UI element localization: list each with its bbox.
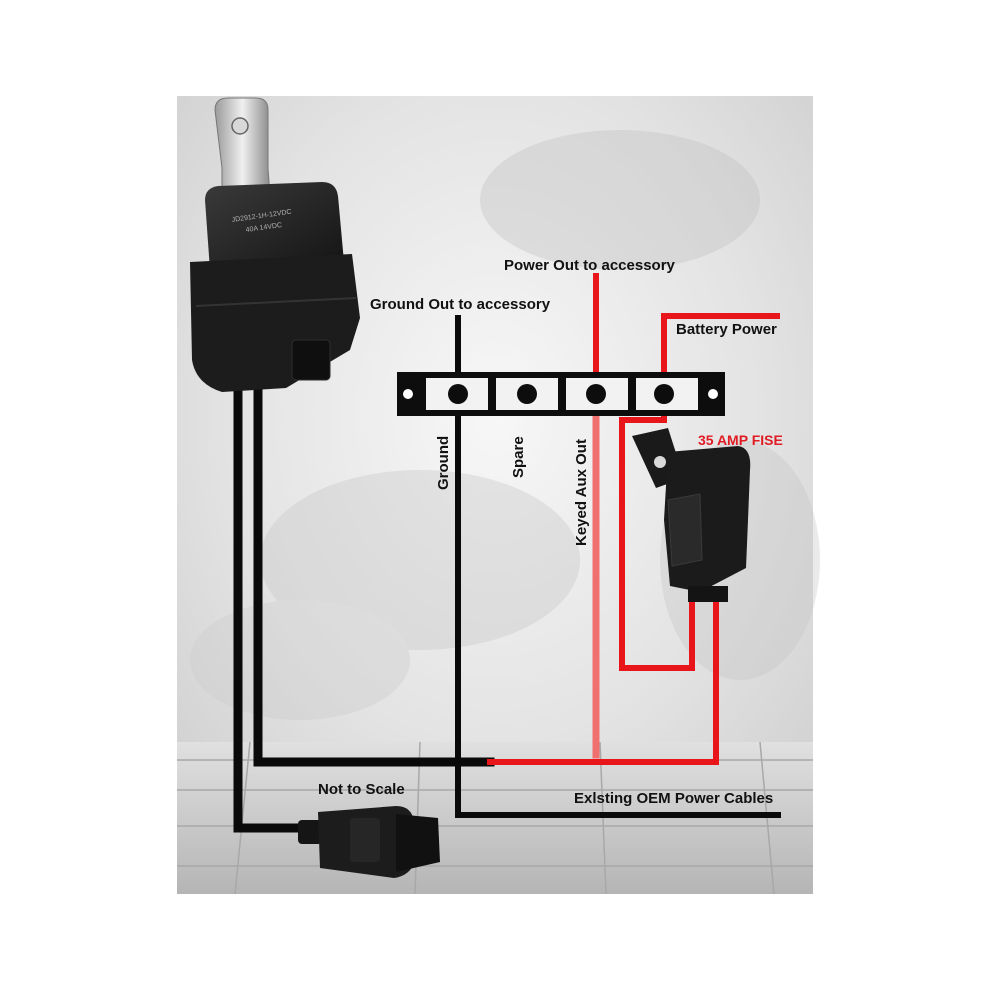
label-fuse: 35 AMP FISE bbox=[698, 432, 783, 448]
relay-icon: JD2912-1H-12VDC 40A 14VDC bbox=[190, 97, 360, 392]
label-power-out: Power Out to accessory bbox=[504, 257, 676, 274]
label-existing-oem: Exlsting OEM Power Cables bbox=[574, 790, 773, 807]
battery-to-fuse-wire bbox=[619, 397, 695, 671]
wire-connector-icon bbox=[298, 806, 440, 878]
label-not-to-scale: Not to Scale bbox=[318, 781, 405, 798]
fuse-to-oem-wire bbox=[487, 597, 719, 765]
label-keyed-aux-out: Keyed Aux Out bbox=[573, 439, 590, 546]
label-ground-out: Ground Out to accessory bbox=[370, 296, 551, 313]
battery-power-wire bbox=[661, 313, 780, 395]
relay-wires bbox=[233, 385, 495, 833]
terminal-block-icon bbox=[397, 372, 725, 416]
terminal-keyed-aux bbox=[586, 384, 606, 404]
label-ground: Ground bbox=[435, 436, 452, 490]
red-wires bbox=[487, 273, 780, 765]
terminal-ground bbox=[448, 384, 468, 404]
ground-wire bbox=[455, 315, 781, 818]
fuse-holder-icon bbox=[632, 428, 751, 602]
label-spare: Spare bbox=[510, 436, 527, 478]
terminal-battery bbox=[654, 384, 674, 404]
label-battery-power: Battery Power bbox=[676, 321, 777, 338]
terminal-spare bbox=[517, 384, 537, 404]
